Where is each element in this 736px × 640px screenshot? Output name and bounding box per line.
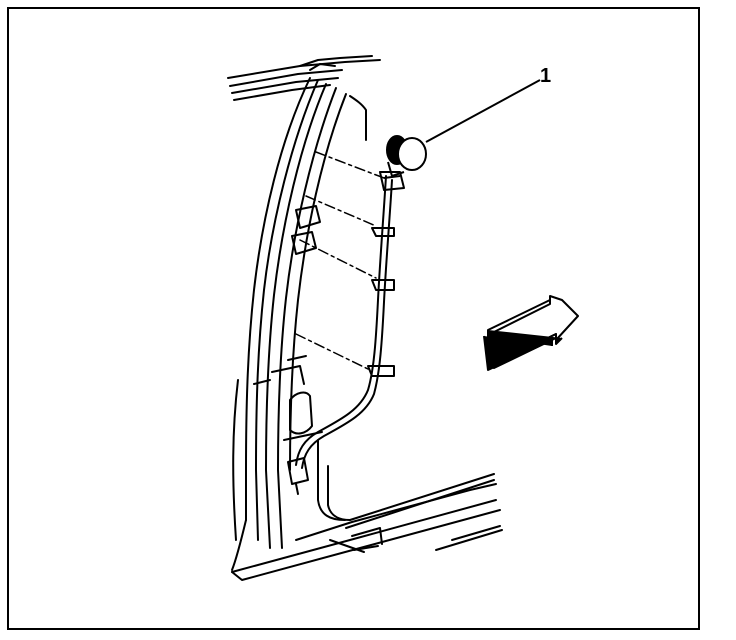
direction-arrow-icon: [483, 295, 579, 371]
leader-lines: [295, 151, 385, 371]
pillar-outline: [231, 77, 347, 571]
harness-clips: [367, 171, 405, 377]
speaker-assembly: [383, 135, 427, 179]
pillar-trim-panel: [253, 95, 367, 521]
harness-connector: [287, 457, 309, 495]
wiring-harness: [295, 175, 393, 469]
roof-rail: [227, 55, 381, 101]
rocker-sill: [231, 473, 503, 581]
callout-1: 1: [425, 65, 551, 143]
callout-number: 1: [540, 65, 551, 87]
